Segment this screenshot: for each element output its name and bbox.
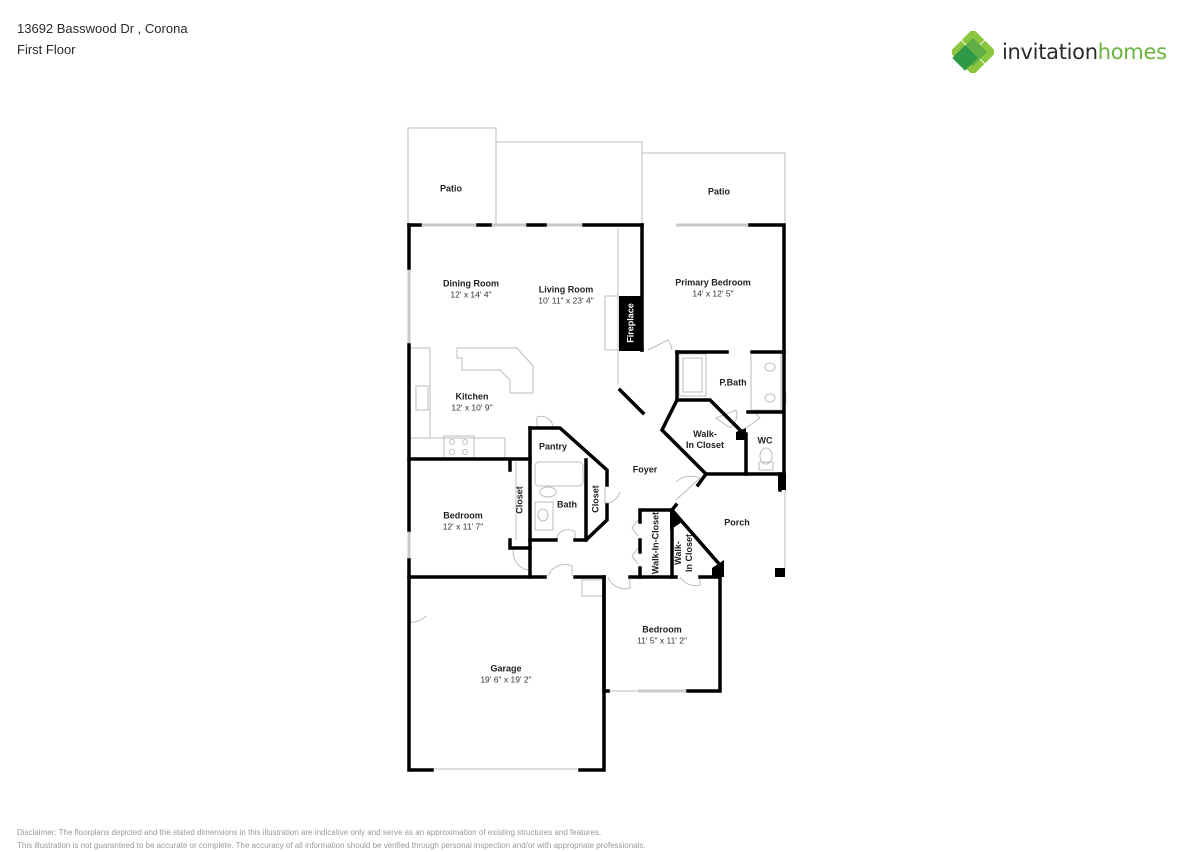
- room-bedroom-left: Bedroom 12' x 11' 7": [443, 511, 484, 532]
- room-bedroom-bottom: Bedroom 11' 5" x 11' 2": [637, 625, 687, 646]
- room-porch: Porch: [724, 518, 750, 529]
- room-name: Closet: [514, 486, 525, 514]
- room-name: Dining Room: [443, 278, 499, 289]
- room-name: Living Room: [538, 284, 594, 295]
- room-dimensions: 10' 11" x 23' 4": [538, 295, 594, 306]
- room-dimensions: 12' x 10' 9": [451, 402, 493, 413]
- patio-right-outline: [641, 152, 786, 224]
- room-name: Patio: [439, 183, 463, 194]
- room-foyer: Foyer: [633, 465, 658, 476]
- patio-left-outline: [407, 127, 497, 224]
- room-dimensions: 14' x 12' 5": [692, 288, 734, 299]
- room-walkin-closet-b: Walk- In Closet: [673, 534, 695, 572]
- floor-label: First Floor: [17, 42, 76, 57]
- room-kitchen: Kitchen 12' x 10' 9": [451, 392, 492, 413]
- logo-word-homes: homes: [1097, 40, 1167, 64]
- room-dimensions: 12' x 14' 4": [450, 289, 492, 300]
- logo-mark-icon: [949, 28, 997, 76]
- room-name-line1: Walk-: [693, 429, 717, 439]
- invitation-homes-logo: invitationhomes: [949, 28, 1167, 76]
- room-walkin-closet-a: Walk-In-Closet: [651, 512, 662, 574]
- disclaimer-line-2: This illustration is not guaranteed to b…: [17, 841, 646, 850]
- room-name: Primary Bedroom: [675, 277, 751, 288]
- room-name-line2: In Closet: [684, 533, 694, 573]
- room-name: Closet: [590, 485, 601, 513]
- room-closet-left: Closet: [515, 486, 526, 514]
- room-name: Walk-In-Closet: [650, 511, 661, 575]
- room-name: Kitchen: [455, 391, 489, 402]
- room-dimensions: 12' x 11' 7": [442, 521, 484, 532]
- room-dimensions: 19' 6" x 19' 2": [480, 674, 532, 685]
- fireplace-block: [619, 296, 643, 351]
- room-wc: WC: [758, 436, 773, 447]
- room-closet-right: Closet: [591, 485, 602, 513]
- patio-middle-outline: [495, 141, 643, 224]
- room-name: Foyer: [632, 464, 658, 475]
- room-name: Bedroom: [642, 624, 682, 635]
- disclaimer: Disclaimer: The floorplans depicted and …: [17, 826, 646, 852]
- room-fireplace: Fireplace: [626, 303, 637, 343]
- room-walkin-closet-primary: Walk- In Closet: [686, 429, 724, 451]
- room-name-line2: In Closet: [685, 440, 725, 450]
- room-garage: Garage 19' 6" x 19' 2": [480, 664, 531, 685]
- room-dining: Dining Room 12' x 14' 4": [443, 279, 499, 300]
- room-name: WC: [757, 435, 773, 446]
- logo-word-invitation: invitation: [1002, 40, 1098, 64]
- room-name: Bath: [557, 499, 577, 510]
- room-name: Fireplace: [625, 303, 636, 343]
- room-patio-left: Patio: [440, 184, 462, 195]
- disclaimer-line-1: Disclaimer: The floorplans depicted and …: [17, 828, 602, 837]
- room-bath: Bath: [557, 500, 577, 511]
- room-name: Garage: [490, 663, 522, 674]
- property-address: 13692 Basswood Dr , Corona: [17, 21, 188, 36]
- room-name: Patio: [707, 186, 731, 197]
- room-name: P.Bath: [719, 377, 747, 388]
- room-name: Bedroom: [443, 510, 483, 521]
- room-dimensions: 11' 5" x 11' 2": [636, 635, 688, 646]
- room-pantry: Pantry: [539, 442, 567, 453]
- room-pbath: P.Bath: [719, 378, 746, 389]
- header: 13692 Basswood Dr , Corona First Floor: [17, 18, 188, 60]
- room-living: Living Room 10' 11" x 23' 4": [538, 285, 593, 306]
- room-name: Porch: [724, 517, 750, 528]
- room-patio-right: Patio: [708, 187, 730, 198]
- room-name: Pantry: [538, 441, 568, 452]
- room-name-line1: Walk-: [673, 541, 683, 565]
- room-primary-bedroom: Primary Bedroom 14' x 12' 5": [675, 278, 751, 299]
- logo-wordmark: invitationhomes: [1002, 40, 1167, 64]
